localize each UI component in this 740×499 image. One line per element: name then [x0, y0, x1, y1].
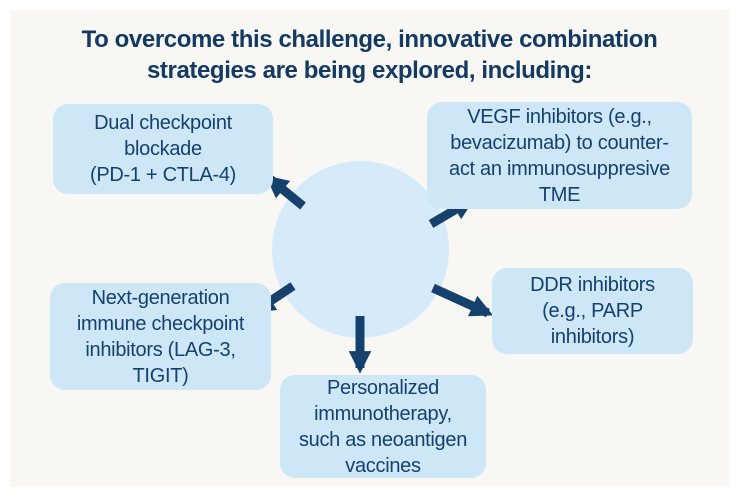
diagram-canvas: To overcome this challenge, innovative c… — [10, 10, 729, 487]
arrow-to-ddr-inhibitors — [431, 283, 494, 318]
node-vegf-inhibitors: VEGF inhibitors (e.g., bevacizumab) to c… — [427, 102, 692, 209]
node-ddr-inhibitors: DDR inhibitors (e.g., PARP inhibitors) — [492, 268, 693, 354]
node-dual-checkpoint-blockade: Dual checkpoint blockade (PD-1 + CTLA-4) — [53, 104, 273, 194]
node-next-gen-checkpoint-inhibitors: Next-generation immune checkpoint inhibi… — [50, 283, 271, 390]
node-personalized-immunotherapy: Personalized immunotherapy, such as neoa… — [280, 375, 486, 478]
central-hub-circle — [272, 161, 449, 338]
diagram-title: To overcome this challenge, innovative c… — [81, 26, 658, 84]
